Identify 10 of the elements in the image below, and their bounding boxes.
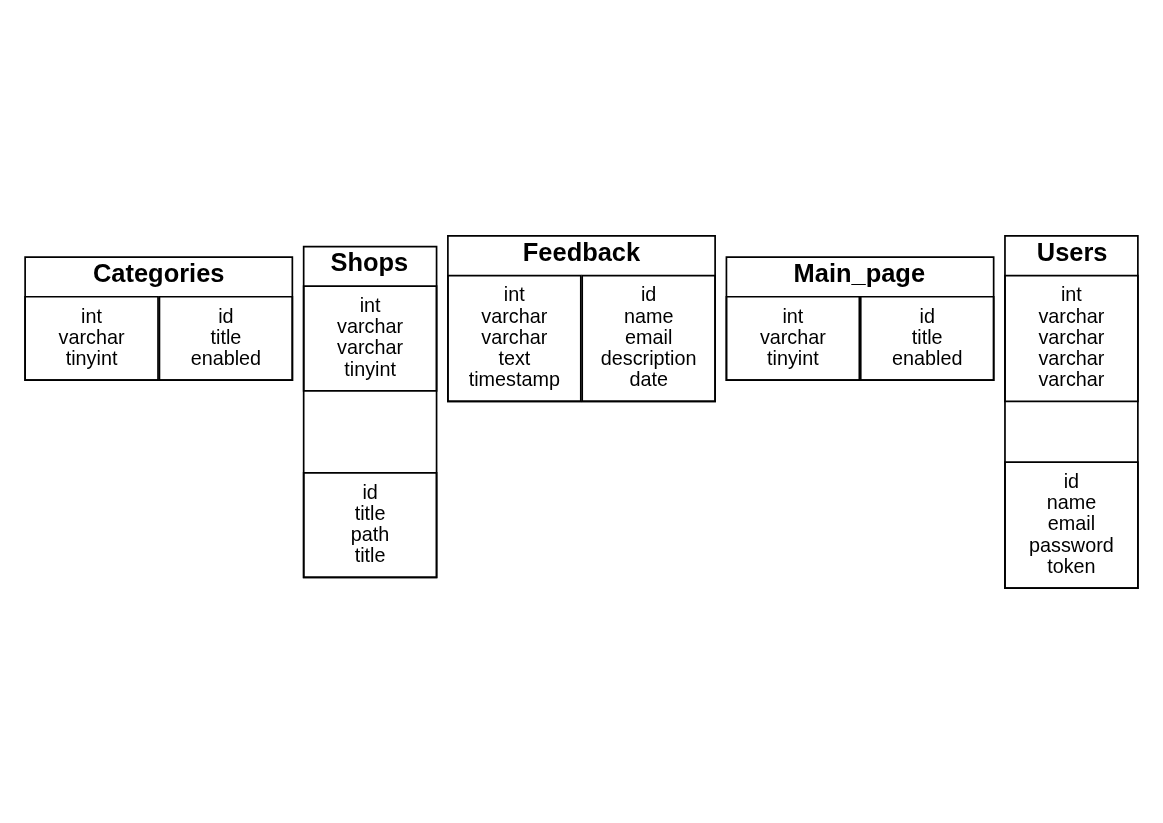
node-box: int varchar tinyint (24, 295, 159, 381)
node-box: int varchar varchar tinyint (302, 284, 438, 392)
node-box: int varchar varchar varchar varchar (1004, 274, 1139, 402)
node-box: int varchar varchar text timestamp (447, 274, 582, 402)
node-box: id name email description date (581, 274, 716, 402)
node-box: id title enabled (859, 295, 995, 381)
node-box: id name email password token (1004, 460, 1139, 589)
node-box: id title path title (302, 471, 438, 578)
node-box: id title enabled (158, 295, 294, 381)
node-box: int varchar tinyint (725, 295, 861, 381)
